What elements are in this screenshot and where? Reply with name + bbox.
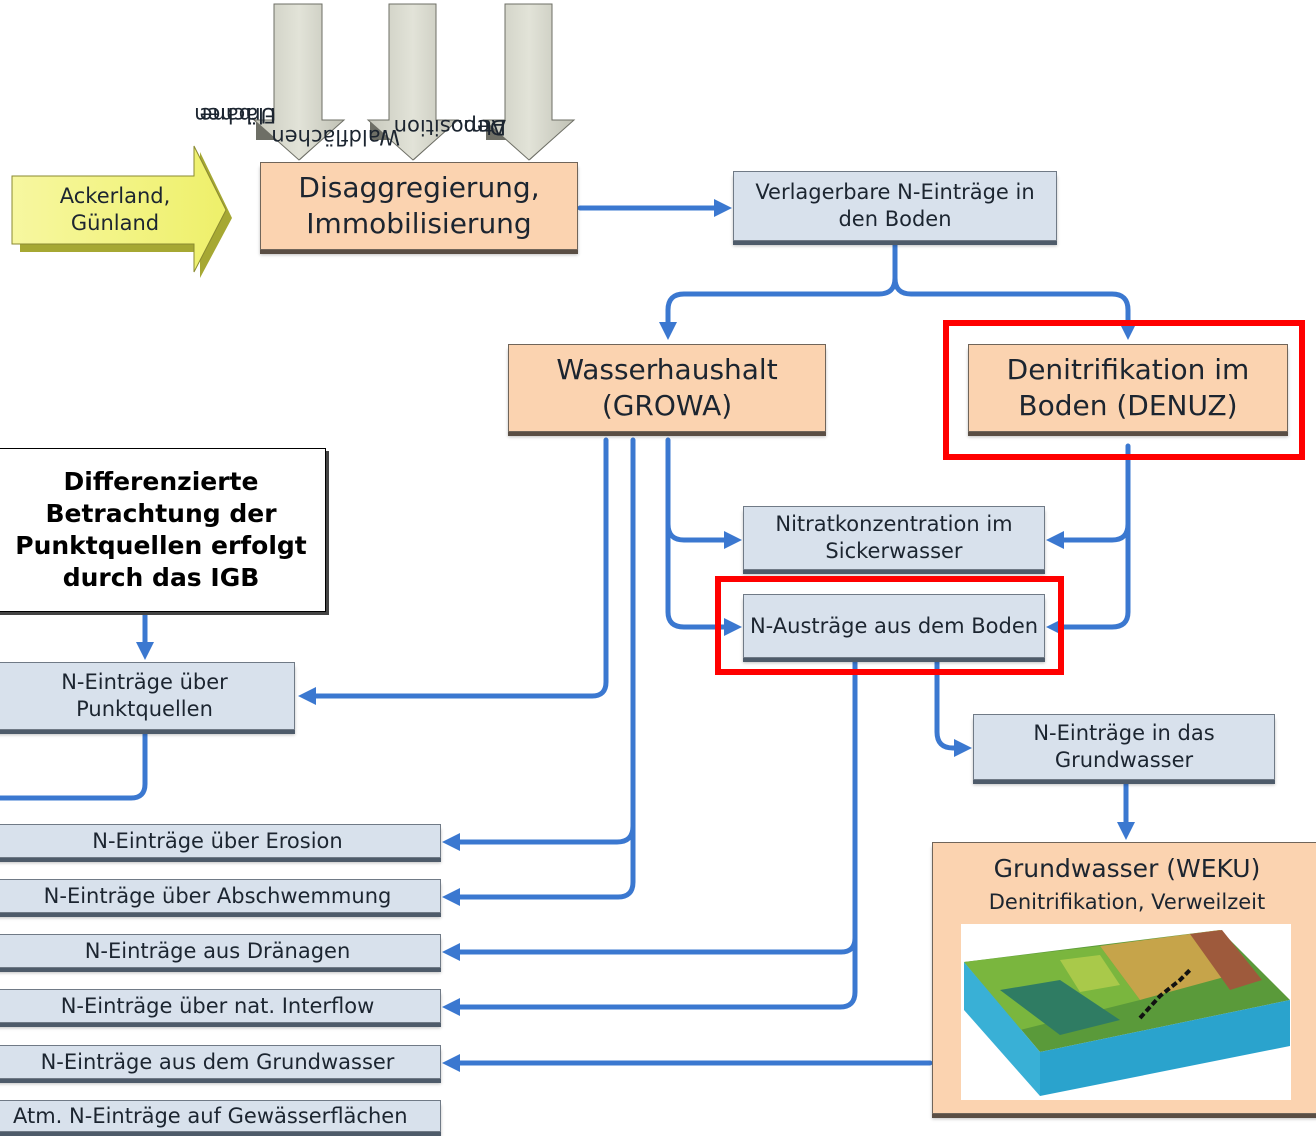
grundwasser-title: Grundwasser (WEKU) [993, 854, 1261, 883]
pathway-draenagen: N-Einträge aus Dränagen [0, 934, 441, 968]
pathway-abschwemmung: N-Einträge über Abschwemmung [0, 879, 441, 913]
atm-arrow [482, 3, 576, 161]
n-austraege-node: N-Austräge aus dem Boden [743, 594, 1045, 658]
wasserhaushalt-node: Wasserhaushalt(GROWA) [508, 344, 826, 432]
grundwasser-subtitle: Denitrifikation, Verweilzeit [988, 890, 1266, 914]
wald-arrow [366, 3, 460, 161]
pathway-grundwasser: N-Einträge aus dem Grundwasser [0, 1045, 441, 1079]
urbane-arrow [252, 3, 346, 161]
terrain-image-overlay [961, 924, 1291, 1100]
pathway-interflow: N-Einträge über nat. Interflow [0, 989, 441, 1023]
highlight-denuz [943, 320, 1305, 460]
pathway-gewaesserflaechen: Atm. N-Einträge auf Gewässerflächen [0, 1100, 441, 1132]
pathway-erosion: N-Einträge über Erosion [0, 824, 441, 858]
ackerland-label: Ackerland,Günland [59, 184, 171, 235]
ackerland-arrow [11, 145, 232, 278]
highlight-austraege [715, 576, 1064, 675]
disaggregierung-node: Disaggregierung,Immobilisierung [260, 162, 578, 250]
